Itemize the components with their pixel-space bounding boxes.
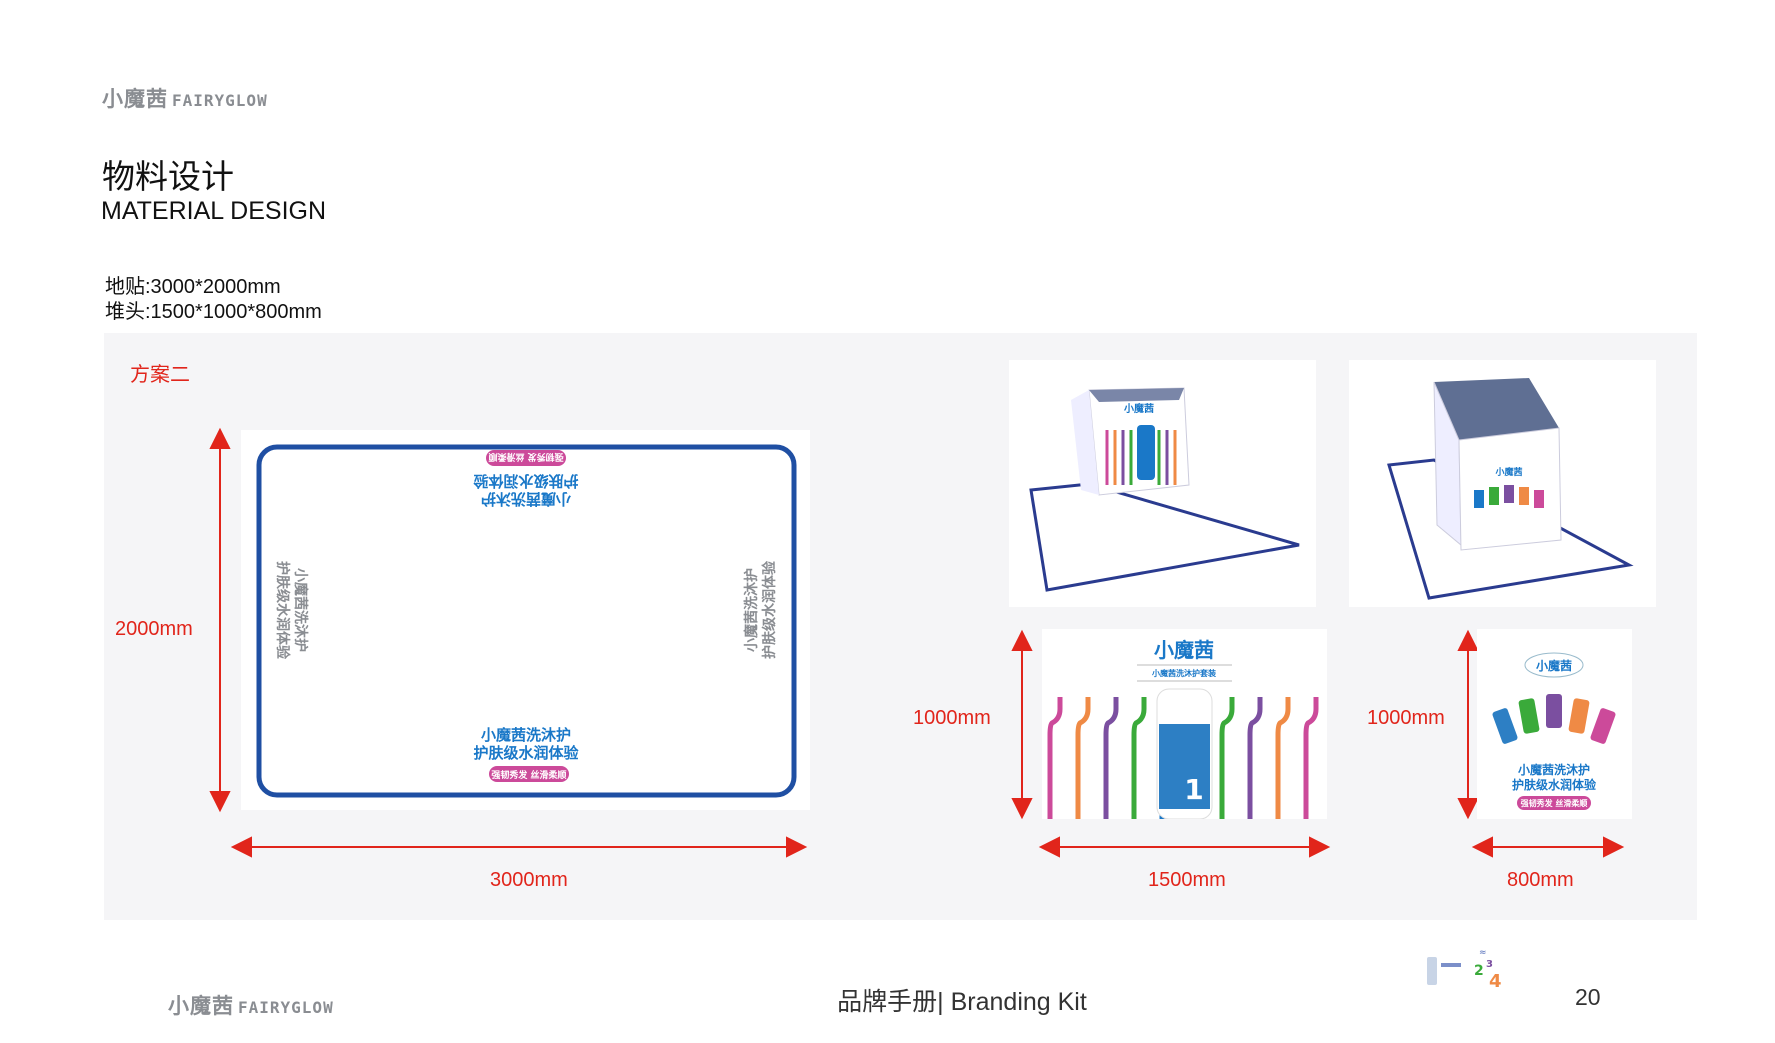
mat-text-right-2: 护肤级水润体验 [761,560,778,659]
mat-text-bottom-1: 小魔茜洗沐护 [481,726,571,744]
mat-height-label: 2000mm [115,618,193,640]
stripe [1247,697,1263,819]
stripe [1131,697,1147,819]
svg-text:3: 3 [1486,959,1493,970]
side-height-label: 1000mm [1367,707,1445,729]
mat-text-left-2: 护肤级水润体验 [274,561,291,660]
stripe [1075,697,1091,819]
side-width-label: 800mm [1507,869,1574,891]
front-height-label: 1000mm [913,707,991,729]
front-subtitle: 小魔茜洗沐护套装 [1151,668,1216,678]
mat-text-top-2: 护肤级水润体验 [473,472,579,490]
side-text-1: 小魔茜洗沐护 [1518,762,1590,777]
render1-brand: 小魔茜 [1123,402,1154,415]
stripe [1103,697,1119,819]
page-subtitle: MATERIAL DESIGN [101,197,327,225]
arrow-head [786,836,808,858]
stack-render-front-view: 小魔茜 [1009,360,1316,607]
arrow-head [1011,798,1033,820]
logo-cn: 小魔茜 [102,87,168,111]
mat-width-label: 3000mm [490,869,568,891]
stripe [1219,697,1235,819]
arrow-head [209,791,231,813]
side-badge: 强韧秀发 丝滑柔顺 [1521,798,1588,808]
arrow-head [1471,836,1493,858]
front-width-label: 1500mm [1148,869,1226,891]
svg-text:4: 4 [1489,971,1502,990]
product-thumbnail-icon: ≈ 2 3 4 [1427,948,1502,990]
render2-brand: 小魔茜 [1494,466,1522,478]
mat-text-bottom-2: 护肤级水润体验 [473,744,579,762]
stripe [1275,697,1291,819]
side-text-2: 护肤级水润体验 [1512,777,1597,792]
logo-en: FAIRYGLOW [172,91,268,110]
mat-text-left-1: 小魔茜洗沐护 [292,568,309,652]
spec-floor-mat: 地贴:3000*2000mm [105,276,281,298]
stack-render-side-view: 小魔茜 [1349,360,1656,607]
mat-border [256,444,797,798]
page-title: 物料设计 [102,157,234,196]
mat-text-right-1: 小魔茜洗沐护 [743,568,760,652]
mat-badge-bottom: 强韧秀发 丝滑柔顺 [491,769,566,781]
bottle-number: 1 [1184,773,1203,806]
svg-text:≈: ≈ [1479,948,1487,958]
footer-logo-cn: 小魔茜 [168,994,234,1018]
mat-text-top-1: 小魔茜洗沐护 [481,490,571,508]
arrow-head [1603,836,1625,858]
arrow-head [1457,798,1479,820]
page-number: 20 [1575,984,1601,1010]
arrow-head [230,836,252,858]
stripe [1303,697,1319,819]
footer-logo-en: FAIRYGLOW [238,998,334,1017]
stripe [1047,697,1063,819]
stack-front-panel-design: 小魔茜 小魔茜洗沐护套装 1 [1042,629,1327,820]
arrow-head [1038,836,1060,858]
floor-mat-design: 小魔茜洗沐护 护肤级水润体验 强韧秀发 丝滑柔顺 小魔茜洗沐护 护肤级水润体验 … [241,430,810,810]
scheme-label: 方案二 [130,364,190,386]
arrow-head [209,427,231,449]
spec-stack: 堆头:1500*1000*800mm [105,301,322,323]
stack-side-panel-design: 小魔茜 小魔茜洗沐护 护肤级水润体验 强韧秀发 丝滑柔顺 [1477,629,1632,819]
arrow-head [1457,629,1479,651]
svg-text:2: 2 [1474,963,1484,979]
front-brand: 小魔茜 [1154,638,1214,662]
footer-title: 品牌手册| Branding Kit [837,988,1087,1016]
arrow-head [1011,629,1033,651]
arrow-head [1309,836,1331,858]
side-brand: 小魔茜 [1536,658,1572,673]
bottle-stripes [1047,697,1319,819]
mat-badge-top: 强韧秀发 丝滑柔顺 [488,451,563,463]
